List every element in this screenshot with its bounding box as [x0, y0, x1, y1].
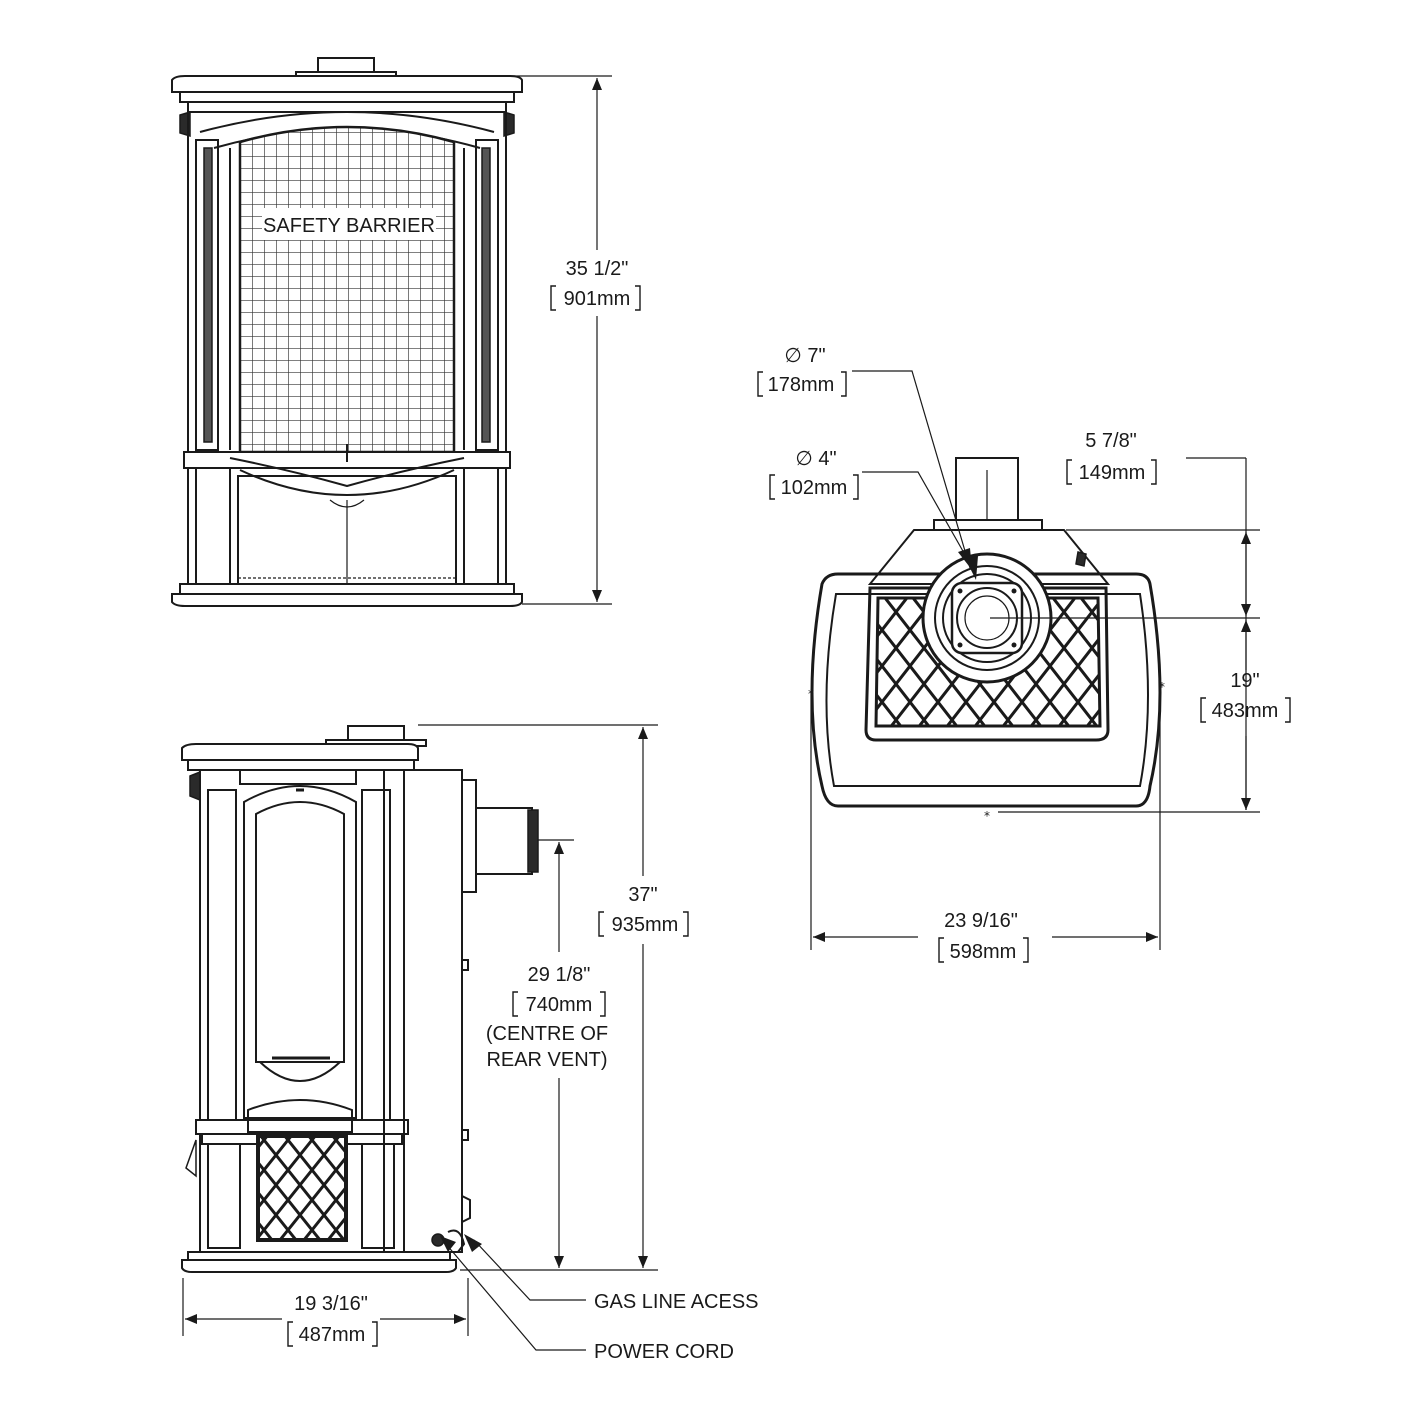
vent-height-mm: 740mm	[526, 994, 593, 1016]
callout-leaders: GAS LINE ACESS POWER CORD	[440, 1234, 759, 1363]
top-depth-dimension: 19" 483mm	[998, 620, 1291, 813]
front-height-inches: 35 1/2"	[566, 258, 629, 280]
svg-text:*: *	[984, 809, 990, 823]
vent-note-line-1: (CENTRE OF	[486, 1023, 608, 1045]
top-width-dimension: 23 9/16" 598mm	[810, 692, 1161, 963]
top-width-inches: 23 9/16"	[944, 910, 1018, 932]
vent-offset-inches: 5 7/8"	[1085, 430, 1137, 452]
side-depth-inches: 19 3/16"	[294, 1293, 368, 1315]
power-cord-label: POWER CORD	[594, 1341, 734, 1363]
front-height-dimension: 35 1/2" 901mm	[510, 75, 641, 605]
top-view-stove: * * *	[808, 457, 1165, 823]
outer-diameter-inches: ∅ 7"	[784, 345, 825, 367]
top-depth-inches: 19"	[1230, 670, 1259, 692]
vent-offset-dimension: 5 7/8" 149mm	[990, 430, 1260, 810]
side-depth-mm: 487mm	[299, 1324, 366, 1346]
side-depth-dimension: 19 3/16" 487mm	[182, 1278, 469, 1347]
side-height-inches: 37"	[628, 884, 657, 906]
vent-note-line-2: REAR VENT)	[486, 1049, 607, 1071]
vent-offset-mm: 149mm	[1079, 462, 1146, 484]
inner-diameter-mm: 102mm	[781, 477, 848, 499]
svg-text:*: *	[1159, 680, 1165, 694]
side-view-stove	[181, 725, 539, 1273]
outer-diameter-mm: 178mm	[768, 374, 835, 396]
side-height-mm: 935mm	[612, 914, 679, 936]
side-height-dimension: 37" 935mm	[418, 724, 689, 1271]
front-height-mm: 901mm	[564, 288, 631, 310]
front-view-stove: SAFETY BARRIER	[171, 57, 523, 607]
inner-diameter-inches: ∅ 4"	[795, 448, 836, 470]
gas-line-access-label: GAS LINE ACESS	[594, 1291, 759, 1313]
diameter-leaders: ∅ 7" 178mm ∅ 4" 102mm	[757, 345, 978, 580]
vent-height-inches: 29 1/8"	[528, 964, 591, 986]
vent-height-dimension: 29 1/8" 740mm (CENTRE OF REAR VENT)	[486, 839, 608, 1268]
top-depth-mm: 483mm	[1212, 700, 1279, 722]
safety-barrier-label: SAFETY BARRIER	[263, 215, 435, 237]
top-width-mm: 598mm	[950, 941, 1017, 963]
